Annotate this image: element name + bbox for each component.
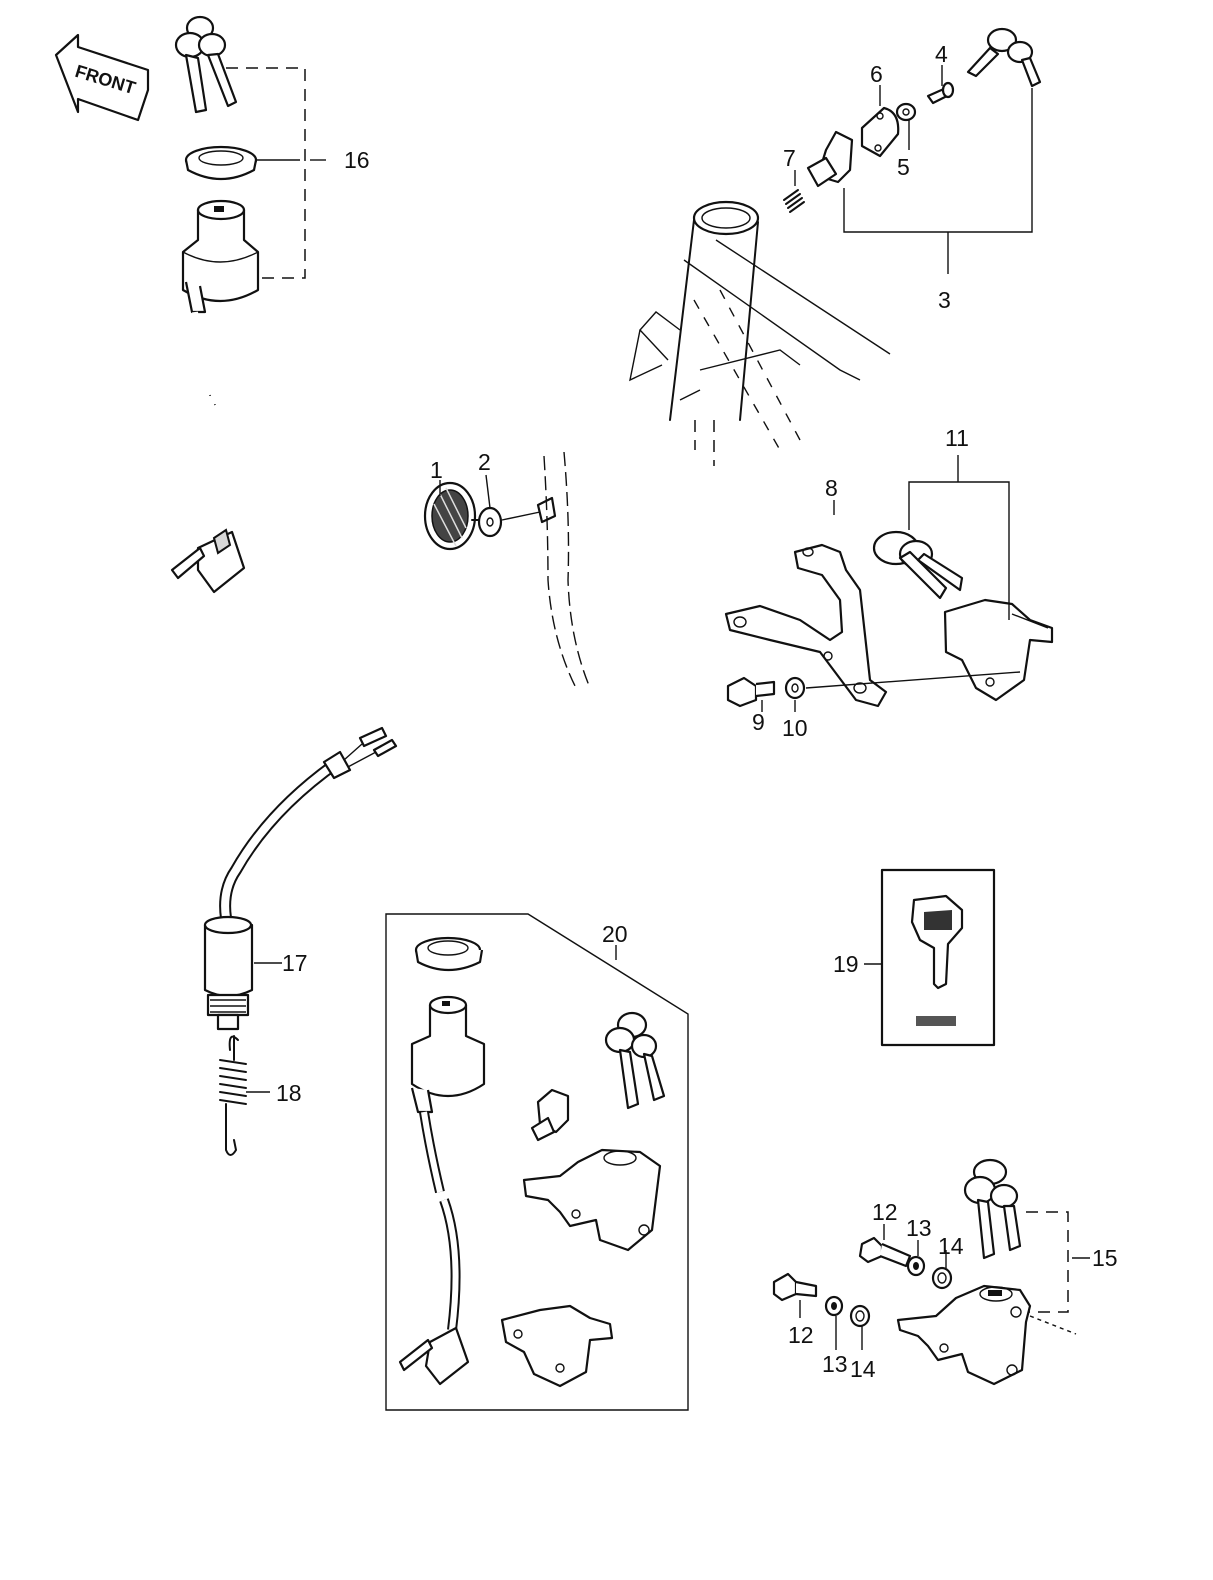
callout-6: 6 xyxy=(870,61,883,87)
callout-20: 20 xyxy=(602,921,628,947)
ignition-switch-16 xyxy=(170,15,326,594)
reflector-parts xyxy=(423,451,591,689)
callout-17: 17 xyxy=(282,950,308,976)
callout-13-upper: 13 xyxy=(906,1215,932,1241)
steering-lock-parts xyxy=(783,27,1042,274)
lock-set-20 xyxy=(385,913,689,1411)
callout-11: 11 xyxy=(945,425,969,451)
callout-15: 15 xyxy=(1092,1245,1118,1271)
callout-1: 1 xyxy=(430,457,443,483)
steering-lock-12-15 xyxy=(772,1158,1090,1386)
callout-8: 8 xyxy=(825,475,838,501)
callout-18: 18 xyxy=(276,1080,302,1106)
callout-3: 3 xyxy=(938,287,951,313)
lock-bracket-parts xyxy=(724,455,1054,712)
callout-13-lower: 13 xyxy=(822,1351,848,1377)
callout-2: 2 xyxy=(478,449,491,475)
callout-14-upper: 14 xyxy=(938,1233,964,1259)
switch-17-spring-18 xyxy=(203,726,398,1156)
callout-19: 19 xyxy=(833,951,859,977)
callout-7: 7 xyxy=(783,145,796,171)
callout-10: 10 xyxy=(782,715,808,741)
callout-4: 4 xyxy=(935,41,948,67)
callout-12-lower: 12 xyxy=(788,1322,814,1348)
frame-head-tube xyxy=(629,200,891,466)
callout-12-upper: 12 xyxy=(872,1199,898,1225)
key-card-19 xyxy=(864,868,996,1047)
callout-9: 9 xyxy=(752,709,765,735)
front-arrow: FRONT xyxy=(54,33,150,122)
callout-16: 16 xyxy=(344,147,370,173)
callout-14-lower: 14 xyxy=(850,1356,876,1382)
callout-5: 5 xyxy=(897,154,910,180)
